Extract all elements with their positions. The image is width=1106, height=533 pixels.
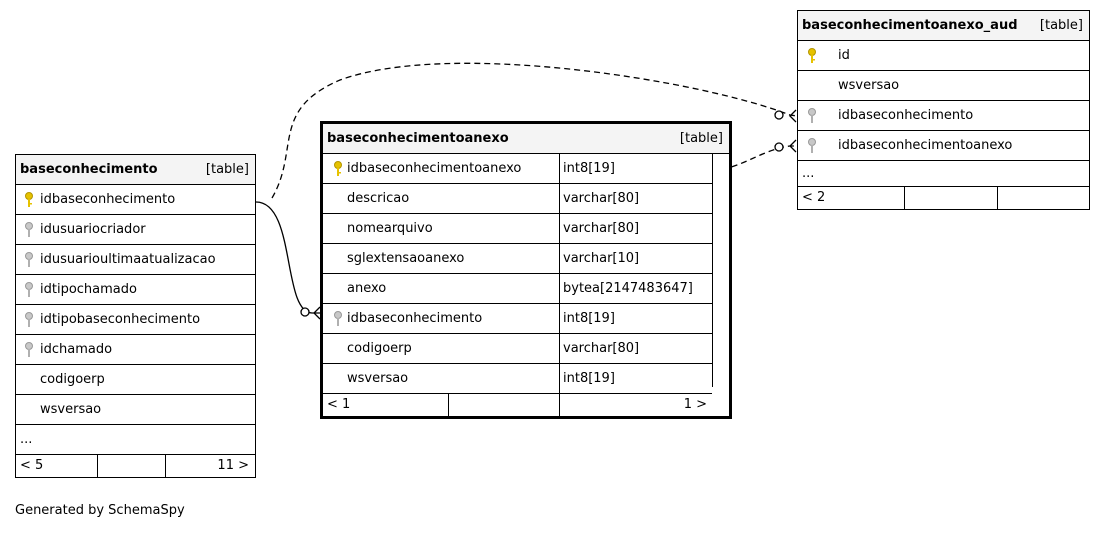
foreign-key-icon xyxy=(25,342,33,357)
foreign-key-icon xyxy=(25,252,33,267)
column-name: descricao xyxy=(347,191,410,206)
column-row[interactable]: idtipobaseconhecimento xyxy=(16,305,255,335)
column-type: int8[19] xyxy=(559,364,615,393)
column-type: bytea[2147483647] xyxy=(559,274,693,303)
column-row[interactable]: idtipochamado xyxy=(16,275,255,305)
column-row[interactable]: descricao varchar[80] xyxy=(323,184,712,214)
column-row[interactable]: idusuarioultimaatualizacao xyxy=(16,245,255,275)
column-type: varchar[10] xyxy=(559,244,639,273)
primary-key-icon xyxy=(334,161,342,176)
primary-key-icon xyxy=(808,48,816,63)
column-row[interactable]: anexo bytea[2147483647] xyxy=(323,274,712,304)
relationship-base-to-anexo-end xyxy=(300,307,310,317)
relationship-anexo-to-aud-end xyxy=(774,142,784,152)
parent-count[interactable]: < 2 xyxy=(802,190,826,205)
column-name: codigoerp xyxy=(347,341,412,356)
column-name: idbaseconhecimento xyxy=(838,108,974,123)
table-name: baseconhecimentoanexo_aud xyxy=(802,18,1018,33)
column-name: idchamado xyxy=(40,342,113,357)
table-footer: < 5 11 > xyxy=(16,455,255,477)
column-list: idbaseconhecimentoanexo int8[19] descric… xyxy=(323,154,712,394)
column-name: idtipobaseconhecimento xyxy=(40,312,201,327)
foreign-key-icon xyxy=(25,312,33,327)
column-name: nomearquivo xyxy=(347,221,433,236)
table-type: [table] xyxy=(679,131,723,146)
table-header: baseconhecimentoanexo_aud [table] xyxy=(798,11,1089,41)
column-name: idbaseconhecimentoanexo xyxy=(838,138,1013,153)
column-row[interactable]: idchamado xyxy=(16,335,255,365)
relationship-base-to-aud-end xyxy=(774,110,784,120)
table-name: baseconhecimento xyxy=(20,162,158,177)
table-baseconhecimentoanexo[interactable]: baseconhecimentoanexo [table] idbaseconh… xyxy=(320,121,732,419)
column-name: wsversao xyxy=(347,371,409,386)
column-name: sglextensaoanexo xyxy=(347,251,465,266)
table-type: [table] xyxy=(1039,18,1083,33)
column-row[interactable]: id xyxy=(798,41,1089,71)
foreign-key-icon xyxy=(808,108,816,123)
foreign-key-icon xyxy=(808,138,816,153)
more-columns-row: ... xyxy=(16,425,255,455)
column-row[interactable]: codigoerp xyxy=(16,365,255,395)
column-name: wsversao xyxy=(838,78,900,93)
footer-divider xyxy=(559,394,560,416)
column-name: wsversao xyxy=(40,402,102,417)
table-header: baseconhecimento [table] xyxy=(16,155,255,185)
table-type: [table] xyxy=(205,162,249,177)
footer-divider xyxy=(165,455,166,477)
table-header: baseconhecimentoanexo [table] xyxy=(323,124,729,154)
column-name: idtipochamado xyxy=(40,282,137,297)
foreign-key-icon xyxy=(25,222,33,237)
column-row[interactable]: idbaseconhecimentoanexo int8[19] xyxy=(323,154,712,184)
foreign-key-icon xyxy=(25,282,33,297)
column-row[interactable]: codigoerp varchar[80] xyxy=(323,334,712,364)
table-name: baseconhecimentoanexo xyxy=(327,131,509,146)
column-row[interactable]: sglextensaoanexo varchar[10] xyxy=(323,244,712,274)
footer-divider xyxy=(97,455,98,477)
column-row[interactable]: idbaseconhecimento xyxy=(16,185,255,215)
column-row[interactable]: nomearquivo varchar[80] xyxy=(323,214,712,244)
more-columns: ... xyxy=(20,432,33,447)
column-row[interactable]: idusuariocriador xyxy=(16,215,255,245)
column-type: int8[19] xyxy=(559,304,615,333)
footer-divider xyxy=(997,187,998,209)
column-type: varchar[80] xyxy=(559,184,639,213)
relationship-anexo-to-aud xyxy=(711,145,797,171)
more-columns: ... xyxy=(802,166,815,181)
parent-count[interactable]: < 1 xyxy=(327,397,351,412)
column-type: int8[19] xyxy=(559,154,615,183)
child-count[interactable]: 1 > xyxy=(683,397,707,412)
column-type: varchar[80] xyxy=(559,334,639,363)
column-row[interactable]: wsversao int8[19] xyxy=(323,364,712,394)
footer-divider xyxy=(904,187,905,209)
relationship-base-to-anexo xyxy=(255,201,320,314)
column-name: idbaseconhecimento xyxy=(40,192,176,207)
column-name: anexo xyxy=(347,281,387,296)
footer-divider xyxy=(448,394,449,416)
parent-count[interactable]: < 5 xyxy=(20,458,44,473)
table-baseconhecimento[interactable]: baseconhecimento [table] idbaseconhecime… xyxy=(15,154,256,478)
generated-by-label: Generated by SchemaSpy xyxy=(15,503,185,518)
column-name: idusuariocriador xyxy=(40,222,146,237)
child-count[interactable]: 11 > xyxy=(217,458,249,473)
column-name: codigoerp xyxy=(40,372,105,387)
column-name: id xyxy=(838,48,850,63)
column-name: idbaseconhecimento xyxy=(347,311,483,326)
column-type: varchar[80] xyxy=(559,214,639,243)
table-footer: < 2 xyxy=(798,187,1089,209)
column-row[interactable]: idbaseconhecimentoanexo xyxy=(798,131,1089,161)
column-row[interactable]: idbaseconhecimento xyxy=(798,101,1089,131)
column-name: idusuarioultimaatualizacao xyxy=(40,252,216,267)
foreign-key-icon xyxy=(334,311,342,326)
more-columns-row: ... xyxy=(798,161,1089,187)
scrollbar[interactable] xyxy=(712,154,729,387)
column-row[interactable]: wsversao xyxy=(798,71,1089,101)
primary-key-icon xyxy=(25,192,33,207)
table-footer: < 1 1 > xyxy=(323,394,729,416)
column-row[interactable]: idbaseconhecimento int8[19] xyxy=(323,304,712,334)
table-baseconhecimentoanexo-aud[interactable]: baseconhecimentoanexo_aud [table] id wsv… xyxy=(797,10,1090,210)
column-name: idbaseconhecimentoanexo xyxy=(347,161,522,176)
column-row[interactable]: wsversao xyxy=(16,395,255,425)
